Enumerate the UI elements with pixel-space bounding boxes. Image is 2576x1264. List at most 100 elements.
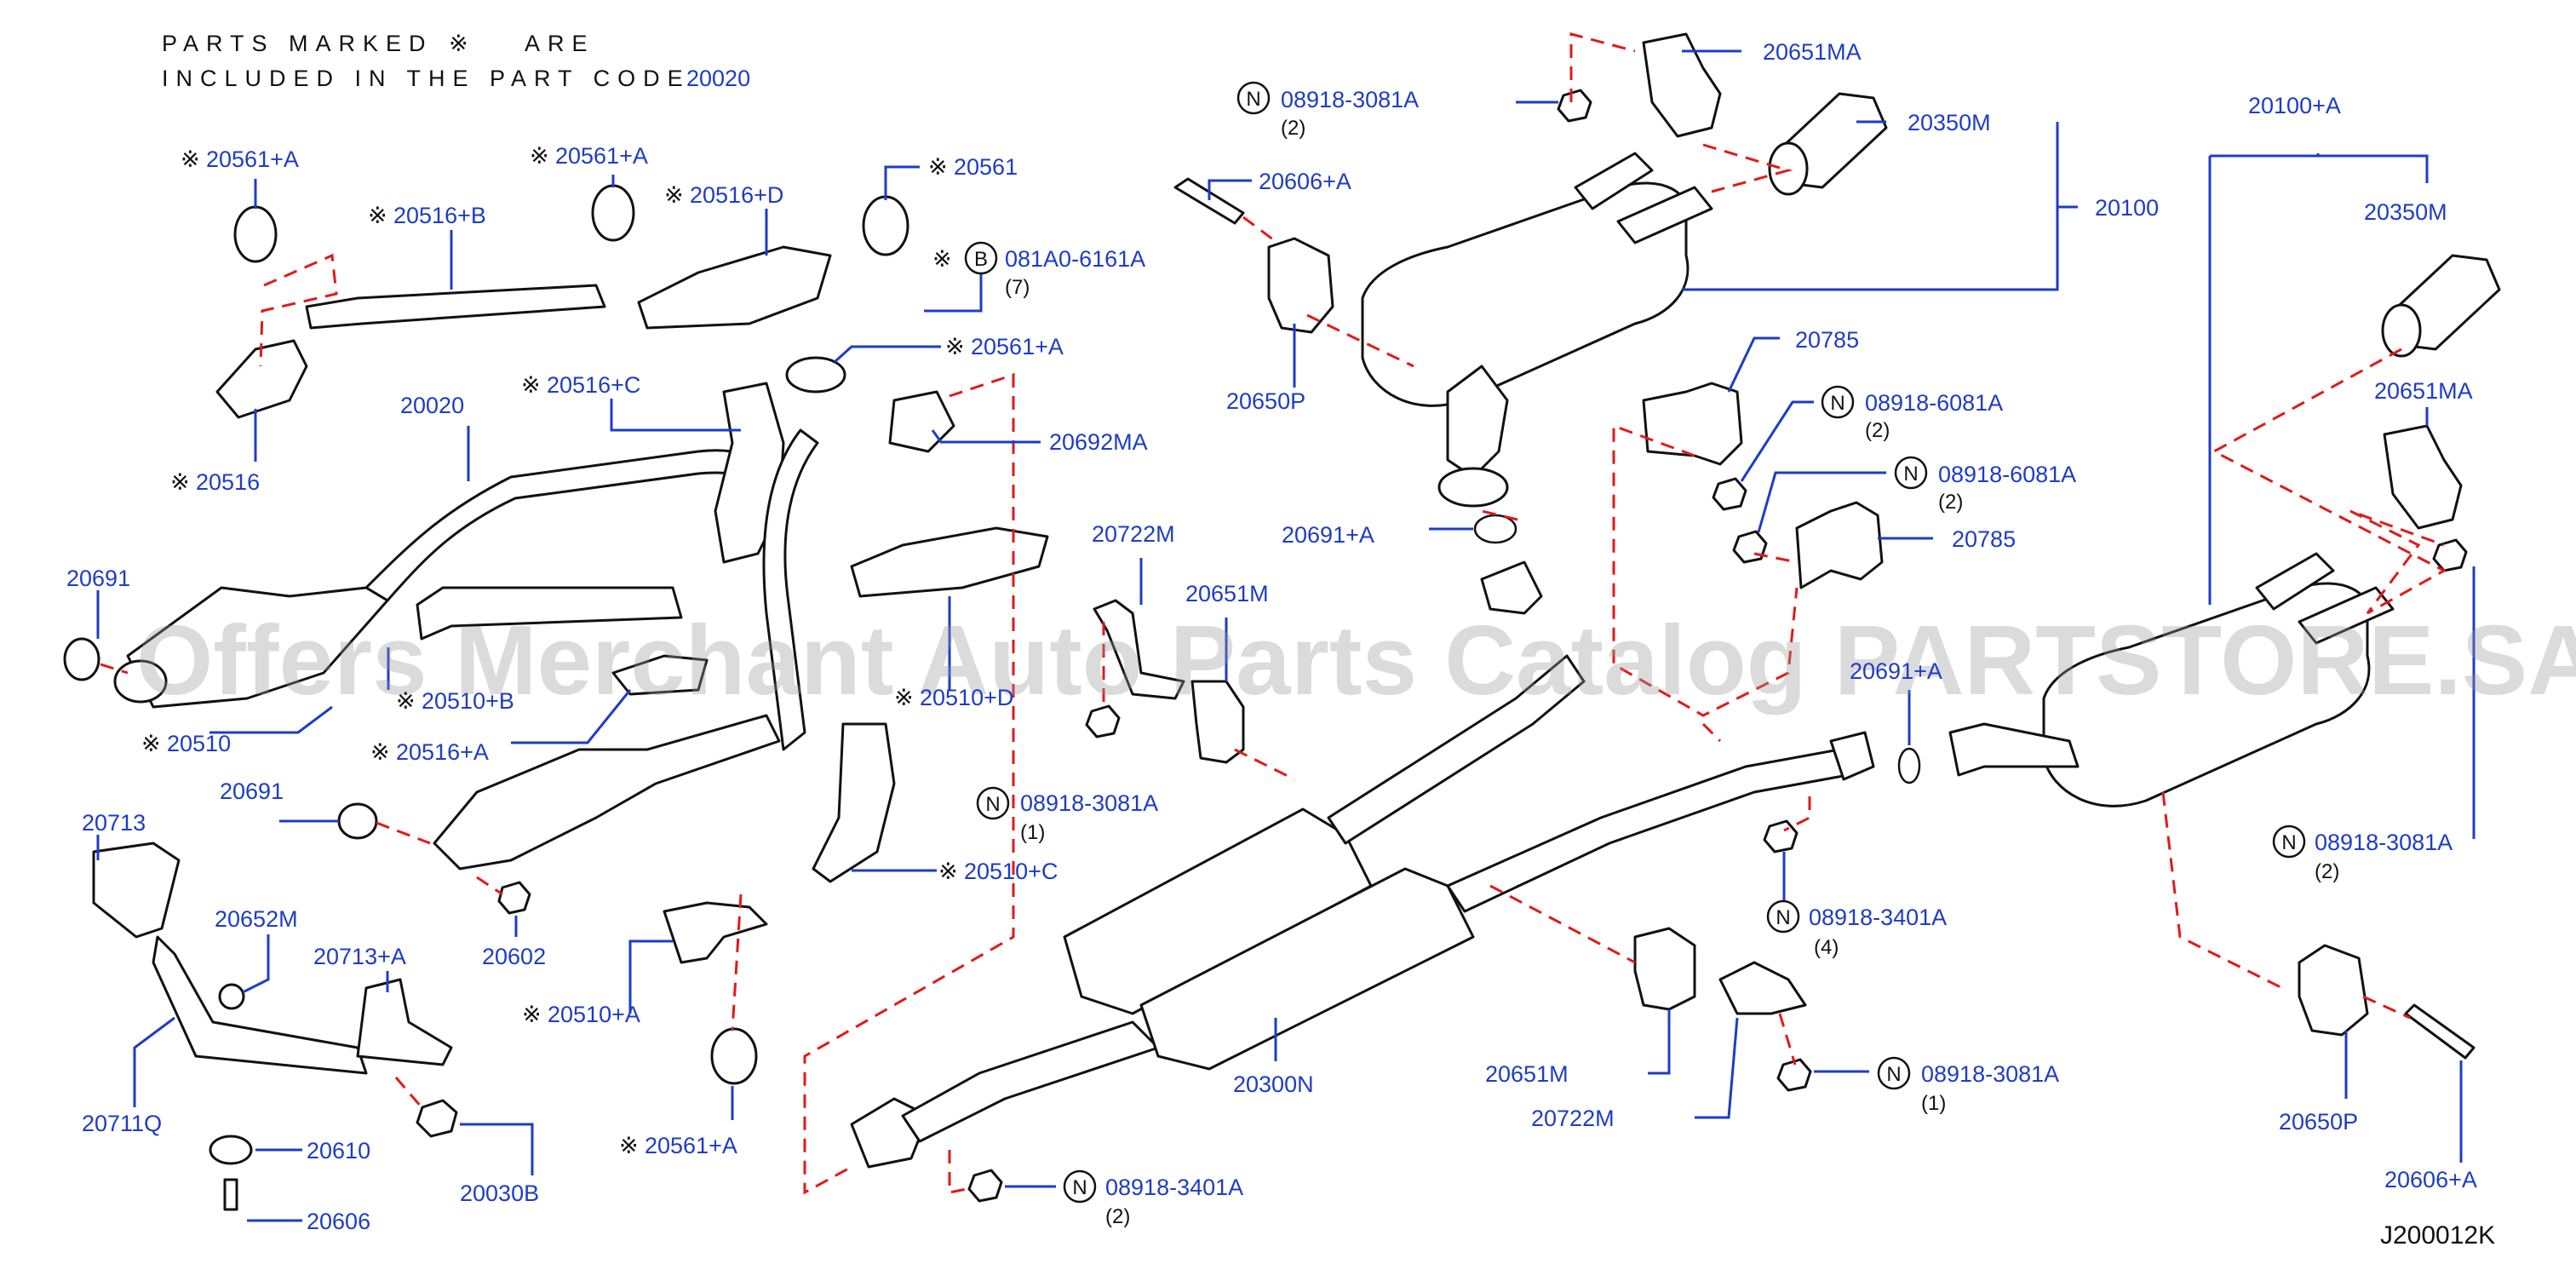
part-number: 20561 [954,154,1018,180]
label-20300n[interactable]: 20300N [1233,1072,1314,1097]
label-20602[interactable]: 20602 [482,944,546,969]
part-number: 081A0-6161A [1005,246,1145,272]
dash-top-bolt [1242,215,1278,244]
label-20722m-1[interactable]: 20722M [1092,521,1175,547]
nut-3081a-3 [1776,1058,1812,1092]
label-20785-2[interactable]: 20785 [1952,526,2016,552]
label-20691-1[interactable]: 20691 [66,566,130,591]
label-20691a-1[interactable]: 20691+A [1282,522,1374,548]
label-20516b[interactable]: ※20516+B [368,203,486,229]
label-20785-1[interactable]: 20785 [1795,327,1859,353]
label-20516d[interactable]: ※20516+D [664,182,783,209]
part-number: 20713+A [313,944,406,969]
label-20606[interactable]: 20606 [307,1209,370,1234]
dash-20713a [394,1077,423,1108]
nut-top-muffler [1557,89,1592,123]
label-20650p-2[interactable]: 20650P [2279,1109,2358,1135]
label-20713[interactable]: 20713 [82,810,146,836]
label-20510b[interactable]: ※20510+B [396,688,514,715]
label-20100a[interactable]: 20100+A [2248,93,2341,118]
crossmember-20711q [152,935,368,1075]
label-20516a[interactable]: ※20516+A [370,739,489,766]
label-20722m-2[interactable]: 20722M [1531,1106,1615,1131]
clamp-20561a-2 [591,184,635,242]
dash-left-gasket [100,663,129,675]
label-20606a-2[interactable]: 20606+A [2384,1167,2477,1192]
dash-rear-right [2211,348,2447,615]
label-20561a-4[interactable]: ※20561+A [619,1133,737,1159]
dash-20602 [476,876,503,896]
part-number: 20516 [196,469,260,495]
leader-6081a-2 [1757,471,1886,533]
nut-6081a-1 [1712,477,1747,511]
label-20510d[interactable]: ※20510+D [894,685,1013,711]
label-20651m-1[interactable]: 20651M [1185,581,1269,606]
label-20510[interactable]: ※20510 [141,731,231,757]
label-20606a-1[interactable]: 20606+A [1259,169,1351,194]
muffler-20100-tailpipe-1 [1574,152,1654,210]
label-20610[interactable]: 20610 [307,1138,370,1163]
nut-3401a-1 [967,1169,1003,1203]
label-20561[interactable]: ※20561 [928,154,1018,181]
label-20691-2[interactable]: 20691 [220,779,284,804]
label-20030b[interactable]: 20030B [460,1181,539,1206]
label-20650p-1[interactable]: 20650P [1226,388,1305,414]
label-20100[interactable]: 20100 [2095,195,2159,221]
leader-20785-1 [1727,336,1780,393]
mark-symbol: ※ [521,372,541,399]
label-20020[interactable]: 20020 [400,393,464,418]
label-20713a[interactable]: 20713+A [313,944,406,969]
mark-symbol: ※ [530,143,549,169]
label-20651ma-2[interactable]: 20651MA [2374,378,2473,404]
part-number: 20713 [82,810,146,836]
n-circle-icon [2272,824,2306,859]
label-20350m-2[interactable]: 20350M [2364,199,2447,225]
label-20516c[interactable]: ※20516+C [521,372,640,399]
label-20350m-1[interactable]: 20350M [1908,110,1991,135]
mark-symbol: ※ [170,469,190,496]
dash-3401a-1 [948,1150,972,1194]
label-20516[interactable]: ※20516 [170,469,260,496]
label-20510c[interactable]: ※20510+C [938,859,1058,885]
dash-rear-mount [2161,791,2283,990]
label-20561a-3[interactable]: ※20561+A [945,334,1064,360]
part-number: 20692MA [1049,429,1148,455]
muffler-20100a-inlet [1948,722,2080,777]
dash-3401a-2 [1783,796,1811,832]
label-20561a-1[interactable]: ※20561+A [181,147,299,173]
label-20711q[interactable]: 20711Q [82,1111,162,1136]
mount-20785-2 [1795,501,1884,589]
part-labels: ※20561+A ※20516+B ※20561+A ※20516+D ※205… [66,39,2477,1234]
label-20561a-2[interactable]: ※20561+A [530,143,648,169]
label-20652m[interactable]: 20652M [215,906,298,932]
quantity: (4) [1814,936,1839,959]
label-20651m-2[interactable]: 20651M [1485,1061,1569,1087]
label-20651ma-1[interactable]: 20651MA [1763,39,1862,65]
label-20510a[interactable]: ※20510+A [522,1002,640,1028]
dash-20651m-2 [1489,884,1636,964]
dash-20722m-2 [1778,1013,1797,1066]
mark-symbol: ※ [945,334,965,360]
part-number: 08918-6081A [1938,462,2076,487]
resonator-right [1139,867,1475,1071]
n-circle-icon [1877,1056,1911,1090]
muffler-20100-tailpipe-2 [1616,186,1713,244]
nut-6081a-2 [1732,530,1768,564]
circle-letter: N [1903,463,1918,485]
part-number: 20561+A [206,147,299,172]
hanger-20722m-1 [1093,599,1185,700]
label-20691a-2[interactable]: 20691+A [1850,658,1942,684]
bracket-20713 [92,842,181,939]
label-20692ma[interactable]: 20692MA [1049,429,1148,455]
gasket-20691-2 [337,802,378,840]
part-number: 20652M [215,906,298,932]
